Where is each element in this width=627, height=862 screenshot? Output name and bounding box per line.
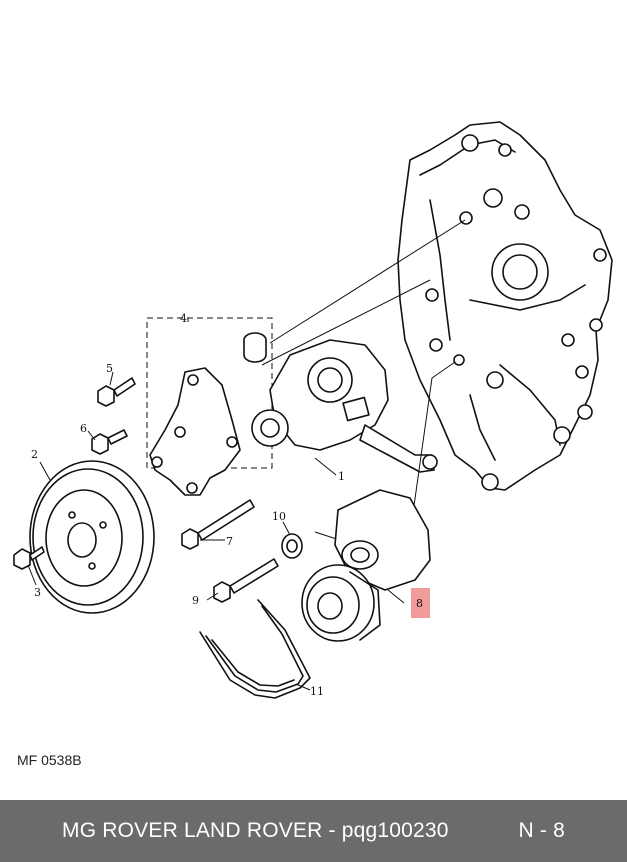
- engine-front-cover: [397, 121, 613, 491]
- diagram-reference-code: MF 0538B: [17, 752, 82, 768]
- bolt-3: [13, 546, 45, 570]
- mounting-bracket: [146, 317, 273, 496]
- callout-8: 8: [416, 597, 423, 610]
- callout-9: 9: [192, 594, 199, 607]
- footer-title: MG ROVER LAND ROVER - pqg100230: [62, 819, 449, 842]
- callout-1: 1: [338, 470, 345, 483]
- callout-11: 11: [310, 685, 324, 698]
- alignment-lines: [261, 219, 466, 546]
- washer-10: [281, 533, 303, 559]
- callout-3: 3: [34, 586, 41, 599]
- bolt-5: [97, 377, 136, 407]
- callout-7: 7: [226, 535, 233, 548]
- belt-tensioner: [301, 489, 431, 642]
- callout-4: 4: [180, 312, 187, 325]
- drive-belt: [199, 599, 311, 699]
- bolt-7: [181, 499, 255, 550]
- bolt-6: [91, 429, 128, 455]
- callout-10: 10: [272, 510, 286, 523]
- power-steering-pump: [251, 339, 438, 473]
- callout-5: 5: [106, 362, 113, 375]
- footer-bar: MG ROVER LAND ROVER - pqg100230 N - 8: [0, 800, 627, 862]
- highlight-marker: [411, 588, 430, 618]
- crankshaft-pulley: [29, 460, 155, 614]
- bolt-9: [213, 558, 279, 603]
- callout-6: 6: [80, 422, 87, 435]
- callout-2: 2: [31, 448, 38, 461]
- callout-leaders: [27, 318, 405, 691]
- footer-position: N - 8: [518, 819, 565, 842]
- exploded-parts-diagram: 1 2 3 4 5 6 7 8 9 10 11: [13, 121, 613, 699]
